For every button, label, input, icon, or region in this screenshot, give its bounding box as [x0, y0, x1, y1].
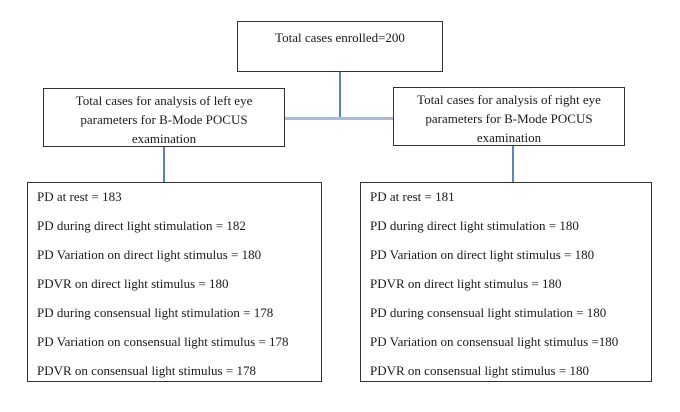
left-parameter-row: PD during consensual light stimulation =… — [37, 305, 274, 320]
right-parameter-row: PD during direct light stimulation = 180 — [370, 218, 579, 233]
right-parameter-row: PD at rest = 181 — [370, 189, 455, 204]
left-eye-header-line: examination — [131, 131, 197, 146]
flowchart-box-left-eye-parameters: PD at rest = 183 PD during direct light … — [27, 182, 322, 382]
connector-branch-horizontal — [285, 117, 393, 120]
flowchart-box-left-eye-header: Total cases for analysis of left eye par… — [43, 88, 285, 147]
flowchart-box-right-eye-parameters: PD at rest = 181 PD during direct light … — [360, 182, 652, 382]
connector-left-branch-vertical — [163, 147, 165, 182]
left-parameter-row: PDVR on consensual light stimulus = 178 — [37, 363, 256, 378]
total-enrolled-label: Total cases enrolled=200 — [275, 30, 405, 45]
left-parameter-row: PD during direct light stimulation = 182 — [37, 218, 246, 233]
connector-right-branch-vertical — [512, 146, 514, 182]
left-parameter-row: PD Variation on direct light stimulus = … — [37, 247, 262, 262]
flowchart-box-right-eye-header: Total cases for analysis of right eye pa… — [393, 87, 625, 146]
connector-top-to-branches — [339, 72, 341, 119]
right-eye-header-line: Total cases for analysis of right eye — [417, 92, 601, 107]
right-parameter-row: PD Variation on direct light stimulus = … — [370, 247, 595, 262]
left-eye-header-line: Total cases for analysis of left eye — [75, 93, 253, 108]
left-parameter-row: PD Variation on consensual light stimulu… — [37, 334, 289, 349]
left-parameter-row: PDVR on direct light stimulus = 180 — [37, 276, 229, 291]
right-eye-header-line: parameters for B-Mode POCUS — [425, 111, 593, 126]
flowchart-box-total-enrolled: Total cases enrolled=200 — [237, 21, 443, 72]
left-parameter-row: PD at rest = 183 — [37, 189, 122, 204]
right-eye-header-line: examination — [476, 130, 542, 145]
right-parameter-row: PD during consensual light stimulation =… — [370, 305, 607, 320]
left-eye-header-line: parameters for B-Mode POCUS — [80, 112, 248, 127]
right-parameter-row: PD Variation on consensual light stimulu… — [370, 334, 619, 349]
right-parameter-row: PDVR on consensual light stimulus = 180 — [370, 363, 589, 378]
right-parameter-row: PDVR on direct light stimulus = 180 — [370, 276, 562, 291]
